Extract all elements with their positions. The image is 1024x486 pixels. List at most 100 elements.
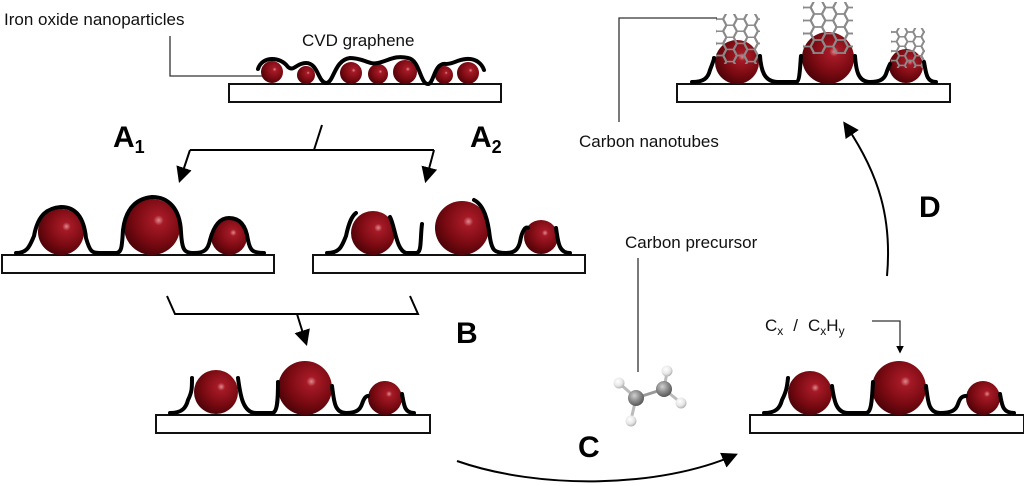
hexagon-ring — [834, 0, 848, 1]
hexagon-ring — [920, 31, 925, 43]
hexagon-ring — [754, 42, 760, 57]
species-formula: Cx/CxHy — [765, 316, 845, 338]
nanoparticle — [211, 219, 247, 255]
carbon-atom — [628, 390, 644, 406]
graphene-layer — [256, 55, 486, 86]
leader-iron-oxide — [169, 36, 262, 77]
hexagon-ring — [716, 43, 717, 44]
hexagon-ring — [835, 52, 846, 54]
arrow-step-c — [456, 452, 738, 483]
hexagon-ring — [803, 46, 804, 47]
hexagon-ring — [803, 2, 804, 15]
hexagon-ring — [803, 26, 804, 41]
nanoparticle — [38, 209, 84, 255]
hexagon-ring — [745, 1, 758, 13]
graphene-layer — [168, 376, 416, 415]
hexagon-ring — [716, 14, 717, 26]
label-carbon-species: Cx/CxHy — [765, 316, 904, 354]
carbon-atom — [656, 381, 672, 397]
hexagon-ring — [897, 18, 907, 28]
nanoparticle — [457, 62, 479, 84]
hexagon-ring — [891, 50, 892, 52]
step-label-b: B — [456, 317, 478, 350]
nanoparticle — [966, 381, 1000, 415]
hexagon-ring — [811, 0, 825, 1]
label-iron-oxide: Iron oxide nanoparticles — [4, 10, 185, 29]
label-carbon-nanotubes: Carbon nanotubes — [579, 132, 719, 151]
nanoparticle — [340, 62, 362, 84]
branch-arrows-a — [176, 124, 438, 184]
carbon-nanotube-front — [789, 0, 853, 54]
arrow-to-b — [294, 313, 310, 347]
nanoparticle — [261, 61, 283, 83]
panel-c — [749, 361, 1024, 434]
carbon-nanotube-front — [703, 1, 760, 64]
arrow-to-a1 — [176, 149, 192, 184]
nanoparticle — [802, 32, 854, 84]
ethylene-molecule-icon — [613, 365, 687, 427]
merge-bracket — [166, 295, 420, 315]
hexagon-ring — [789, 14, 803, 27]
hexagon-ring — [724, 1, 737, 13]
substrate — [155, 414, 431, 434]
arrow-to-a2 — [421, 149, 438, 184]
hexagon-ring — [803, 45, 815, 54]
branch-stem — [313, 124, 323, 151]
hexagon-ring — [703, 1, 716, 13]
hexagon-ring — [789, 0, 803, 1]
substrate — [1, 254, 275, 274]
hexagon-ring — [754, 18, 760, 32]
nanoparticle — [194, 370, 238, 414]
hexagon-ring — [880, 37, 890, 47]
panel-b — [155, 361, 431, 434]
graphene-layer — [325, 198, 572, 255]
hexagon-ring — [745, 60, 757, 64]
hexagon-ring — [703, 13, 716, 25]
nanoparticle — [524, 220, 558, 254]
panel-initial: Iron oxide nanoparticles CVD graphene — [4, 10, 502, 103]
hexagon-ring — [716, 24, 717, 38]
hexagon-ring — [897, 18, 907, 28]
hydrogen-atom — [625, 415, 637, 427]
hexagon-ring — [703, 1, 716, 13]
hexagon-ring — [891, 45, 892, 57]
nanoparticle — [368, 381, 402, 415]
hexagon-ring — [745, 1, 758, 13]
nanoparticles — [261, 60, 479, 84]
hexagon-ring — [803, 33, 804, 34]
graphene-layer — [14, 195, 266, 255]
hexagon-ring — [821, 45, 837, 54]
arrow-step-d — [843, 121, 890, 277]
nanoparticle — [297, 66, 315, 84]
nanoparticle — [435, 201, 489, 255]
nanoparticle — [368, 64, 388, 84]
graphene-layer — [762, 376, 1016, 415]
hexagon-ring — [724, 60, 736, 64]
hexagon-ring — [920, 28, 925, 33]
hexagon-ring — [716, 54, 727, 64]
hexagon-ring — [880, 27, 890, 37]
nanoparticle — [393, 60, 417, 84]
merge-arrows-b — [166, 295, 420, 347]
substrate — [228, 83, 502, 103]
step-label-a1: A1 — [113, 121, 145, 157]
leader-carbon-species — [872, 320, 904, 354]
hexagon-ring — [844, 19, 853, 35]
hexagon-ring — [834, 0, 848, 1]
nanoparticle — [872, 361, 926, 415]
nanoparticle — [435, 66, 453, 84]
step-label-a2: A2 — [470, 121, 502, 157]
hexagon-ring — [844, 2, 853, 9]
carbon-nanotube-front — [880, 18, 925, 68]
hexagon-ring — [754, 30, 760, 45]
graphene-layer — [690, 54, 938, 84]
hexagon-ring — [913, 18, 923, 28]
nanoparticle — [124, 199, 180, 255]
hexagon-ring — [844, 45, 853, 54]
hexagon-ring — [703, 25, 716, 37]
nanoparticle — [278, 361, 332, 415]
hexagon-ring — [880, 18, 890, 28]
hexagon-ring — [920, 59, 925, 68]
hexagon-ring — [716, 36, 717, 51]
